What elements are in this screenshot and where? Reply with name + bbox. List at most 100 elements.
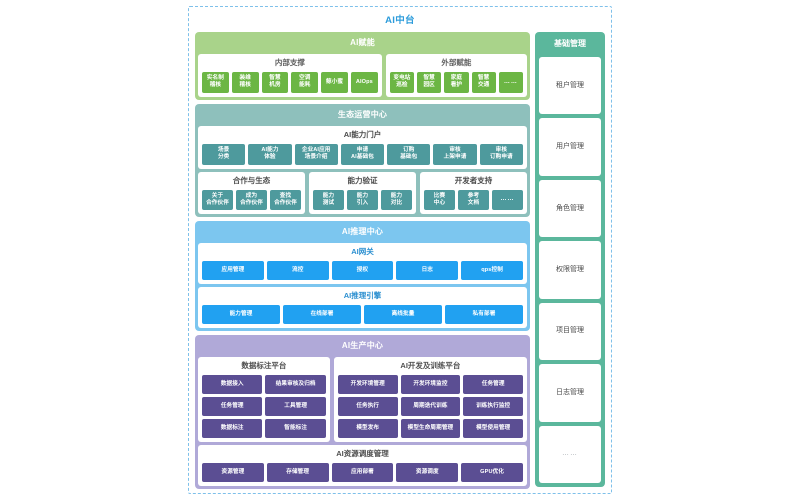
panel-title-external-enablement: 外部赋能 bbox=[441, 58, 472, 67]
chip-developer-1[interactable]: 参考 文档 bbox=[458, 189, 489, 211]
chip-gateway-2[interactable]: 授权 bbox=[331, 261, 394, 281]
chip-resource-2[interactable]: 应用部署 bbox=[331, 463, 394, 483]
chip-internal-1[interactable]: 装维 稽核 bbox=[231, 72, 259, 93]
chip-external-3[interactable]: 智慧 交通 bbox=[471, 72, 496, 93]
chip-cooperation-0[interactable]: 关于 合作伙伴 bbox=[202, 189, 233, 211]
chip-gateway-0[interactable]: 应用管理 bbox=[202, 261, 264, 281]
panel-title-ai-gateway: AI网关 bbox=[351, 247, 374, 257]
chip-devtrain-2-2[interactable]: 模型使用管理 bbox=[463, 419, 524, 439]
sidebar-item-role-management[interactable]: 角色管理 bbox=[539, 179, 601, 238]
chip-devtrain-0-1[interactable]: 开发环境监控 bbox=[400, 375, 461, 395]
chip-validation-2[interactable]: 能力 对比 bbox=[381, 189, 412, 211]
chip-developer-more[interactable]: …… bbox=[492, 189, 523, 211]
sidebar-item-user-management[interactable]: 用户管理 bbox=[539, 118, 601, 176]
chip-labeling-0-0[interactable]: 数据接入 bbox=[202, 375, 263, 395]
section-ecosystem-operation-center: 生态运营中心 AI能力门户 场景 分类 AI能力 体验 企业AI应用 场景介绍 … bbox=[195, 103, 530, 218]
chip-resource-4[interactable]: GPU优化 bbox=[461, 463, 523, 483]
enablement-split: 内部支撑 实名制 稽核 装维 稽核 智慧 机房 空调 能耗 鲸小蜜 AIOps bbox=[198, 54, 527, 97]
panel-external-enablement: 外部赋能 变电站 巡检 智慧 园区 家庭 看护 智慧 交通 …… bbox=[385, 54, 527, 97]
chip-portal-0[interactable]: 场景 分类 bbox=[202, 143, 246, 165]
data-labeling-row: 数据标注 智能标注 bbox=[202, 419, 326, 439]
chip-labeling-2-1[interactable]: 智能标注 bbox=[265, 419, 326, 439]
ai-dev-training-row: 开发环境管理 开发环境监控 任务管理 bbox=[337, 375, 524, 395]
panel-capability-validation: 能力验证 能力 测试 能力 引入 能力 对比 bbox=[309, 171, 416, 215]
chip-labeling-1-0[interactable]: 任务管理 bbox=[202, 397, 263, 417]
chip-engine-1[interactable]: 在线部署 bbox=[283, 305, 361, 325]
chip-devtrain-0-2[interactable]: 任务管理 bbox=[463, 375, 524, 395]
chip-internal-2[interactable]: 智慧 机房 bbox=[261, 72, 289, 93]
chip-gateway-4[interactable]: qps控制 bbox=[461, 261, 523, 281]
chip-gateway-1[interactable]: 流控 bbox=[266, 261, 329, 281]
chip-external-more[interactable]: …… bbox=[498, 72, 523, 93]
chip-internal-4[interactable]: 鲸小蜜 bbox=[321, 72, 348, 93]
chip-portal-5[interactable]: 审核 上架申请 bbox=[433, 143, 477, 165]
sidebar-item-tenant-management[interactable]: 租户管理 bbox=[539, 57, 601, 115]
chip-devtrain-0-0[interactable]: 开发环境管理 bbox=[337, 375, 398, 395]
chip-engine-3[interactable]: 私有部署 bbox=[445, 305, 523, 325]
chip-portal-1[interactable]: AI能力 体验 bbox=[248, 143, 292, 165]
ai-capability-portal-items: 场景 分类 AI能力 体验 企业AI应用 场景介绍 申请 AI基础包 订购 基础… bbox=[202, 143, 523, 165]
chip-engine-0[interactable]: 能力管理 bbox=[202, 305, 280, 325]
chip-portal-3[interactable]: 申请 AI基础包 bbox=[340, 143, 385, 165]
chip-cooperation-1[interactable]: 成为 合作伙伴 bbox=[236, 189, 267, 211]
panel-title-developer-support: 开发者支持 bbox=[454, 175, 493, 185]
chip-internal-3[interactable]: 空调 能耗 bbox=[291, 72, 319, 93]
panel-title-ai-inference-engine: AI推理引擎 bbox=[343, 291, 382, 301]
ai-dev-training-row: 任务执行 周期迭代训练 训练执行监控 bbox=[337, 397, 524, 417]
panel-title-cooperation: 合作与生态 bbox=[232, 175, 271, 185]
chip-external-0[interactable]: 变电站 巡检 bbox=[389, 72, 415, 93]
ecosystem-split: 合作与生态 关于 合作伙伴 成为 合作伙伴 查找 合作伙伴 能力验证 能力 测试 bbox=[198, 171, 527, 215]
chip-validation-0[interactable]: 能力 测试 bbox=[313, 189, 344, 211]
section-ai-inference-center: AI推理中心 AI网关 应用管理 流控 授权 日志 qps控制 AI推理引擎 bbox=[195, 221, 530, 332]
section-title-ai-enablement: AI赋能 bbox=[350, 38, 375, 47]
ai-gateway-items: 应用管理 流控 授权 日志 qps控制 bbox=[202, 261, 523, 281]
chip-cooperation-2[interactable]: 查找 合作伙伴 bbox=[270, 189, 301, 211]
chip-resource-1[interactable]: 存储管理 bbox=[266, 463, 329, 483]
chip-resource-3[interactable]: 资源调度 bbox=[396, 463, 459, 483]
chip-gateway-3[interactable]: 日志 bbox=[396, 261, 459, 281]
sidebar-item-more[interactable]: …… bbox=[539, 425, 601, 483]
section-title-ai-inference: AI推理中心 bbox=[341, 227, 384, 237]
panel-ai-inference-engine: AI推理引擎 能力管理 在线部署 离线批量 私有部署 bbox=[198, 287, 527, 329]
chip-devtrain-2-0[interactable]: 模型发布 bbox=[337, 419, 398, 439]
chip-external-2[interactable]: 家庭 看护 bbox=[444, 72, 469, 93]
panel-ai-gateway: AI网关 应用管理 流控 授权 日志 qps控制 bbox=[198, 243, 527, 285]
cooperation-items: 关于 合作伙伴 成为 合作伙伴 查找 合作伙伴 bbox=[202, 189, 301, 211]
ai-inference-engine-items: 能力管理 在线部署 离线批量 私有部署 bbox=[202, 305, 523, 325]
sidebar-item-project-management[interactable]: 项目管理 bbox=[539, 302, 601, 361]
chip-devtrain-2-1[interactable]: 模型生命周期管理 bbox=[400, 419, 461, 439]
chip-portal-2[interactable]: 企业AI应用 场景介绍 bbox=[294, 143, 338, 165]
chip-validation-1[interactable]: 能力 引入 bbox=[347, 189, 378, 211]
chip-internal-5[interactable]: AIOps bbox=[350, 72, 378, 93]
chip-labeling-1-1[interactable]: 工具管理 bbox=[265, 397, 326, 417]
sidebar-item-permission-management[interactable]: 权限管理 bbox=[539, 241, 601, 299]
chip-labeling-2-0[interactable]: 数据标注 bbox=[202, 419, 263, 439]
ai-platform-frame: AI中台 AI赋能 内部支撑 实名制 稽核 装维 稽核 智慧 机房 空调 能耗 bbox=[188, 6, 612, 494]
sidebar-title: 基础管理 bbox=[554, 39, 586, 48]
sidebar-item-log-management[interactable]: 日志管理 bbox=[539, 364, 601, 422]
chip-labeling-0-1[interactable]: 结果审核及归档 bbox=[265, 375, 326, 395]
external-enablement-items: 变电站 巡检 智慧 园区 家庭 看护 智慧 交通 …… bbox=[389, 72, 523, 93]
data-labeling-items: 数据接入 结果审核及归档 任务管理 工具管理 数据标注 智能标注 bbox=[202, 375, 326, 439]
data-labeling-row: 任务管理 工具管理 bbox=[202, 397, 326, 417]
chip-external-1[interactable]: 智慧 园区 bbox=[417, 72, 442, 93]
panel-data-labeling-platform: 数据标注平台 数据接入 结果审核及归档 任务管理 工具管理 bbox=[198, 357, 330, 443]
panel-title-ai-capability-portal: AI能力门户 bbox=[343, 129, 382, 139]
section-title-ai-production: AI生产中心 bbox=[341, 341, 384, 351]
developer-support-items: 比赛 中心 参考 文档 …… bbox=[424, 189, 523, 211]
panel-title-internal-support: 内部支撑 bbox=[274, 58, 305, 67]
chip-portal-6[interactable]: 审核 订购申请 bbox=[479, 143, 523, 165]
chip-resource-0[interactable]: 资源管理 bbox=[202, 463, 264, 483]
section-ai-production-center: AI生产中心 数据标注平台 数据接入 结果审核及归档 任务管理 bbox=[195, 335, 530, 490]
chip-devtrain-1-2[interactable]: 训练执行监控 bbox=[463, 397, 524, 417]
panel-ai-capability-portal: AI能力门户 场景 分类 AI能力 体验 企业AI应用 场景介绍 申请 AI基础… bbox=[198, 125, 527, 169]
chip-devtrain-1-1[interactable]: 周期迭代训练 bbox=[400, 397, 461, 417]
chip-developer-0[interactable]: 比赛 中心 bbox=[424, 189, 455, 211]
ai-resource-scheduling-items: 资源管理 存储管理 应用部署 资源调度 GPU优化 bbox=[202, 463, 523, 483]
panel-ai-resource-scheduling: AI资源调度管理 资源管理 存储管理 应用部署 资源调度 GPU优化 bbox=[198, 445, 527, 487]
chip-devtrain-1-0[interactable]: 任务执行 bbox=[337, 397, 398, 417]
chip-portal-4[interactable]: 订购 基础包 bbox=[387, 143, 431, 165]
chip-engine-2[interactable]: 离线批量 bbox=[364, 305, 442, 325]
chip-internal-0[interactable]: 实名制 稽核 bbox=[202, 72, 229, 93]
